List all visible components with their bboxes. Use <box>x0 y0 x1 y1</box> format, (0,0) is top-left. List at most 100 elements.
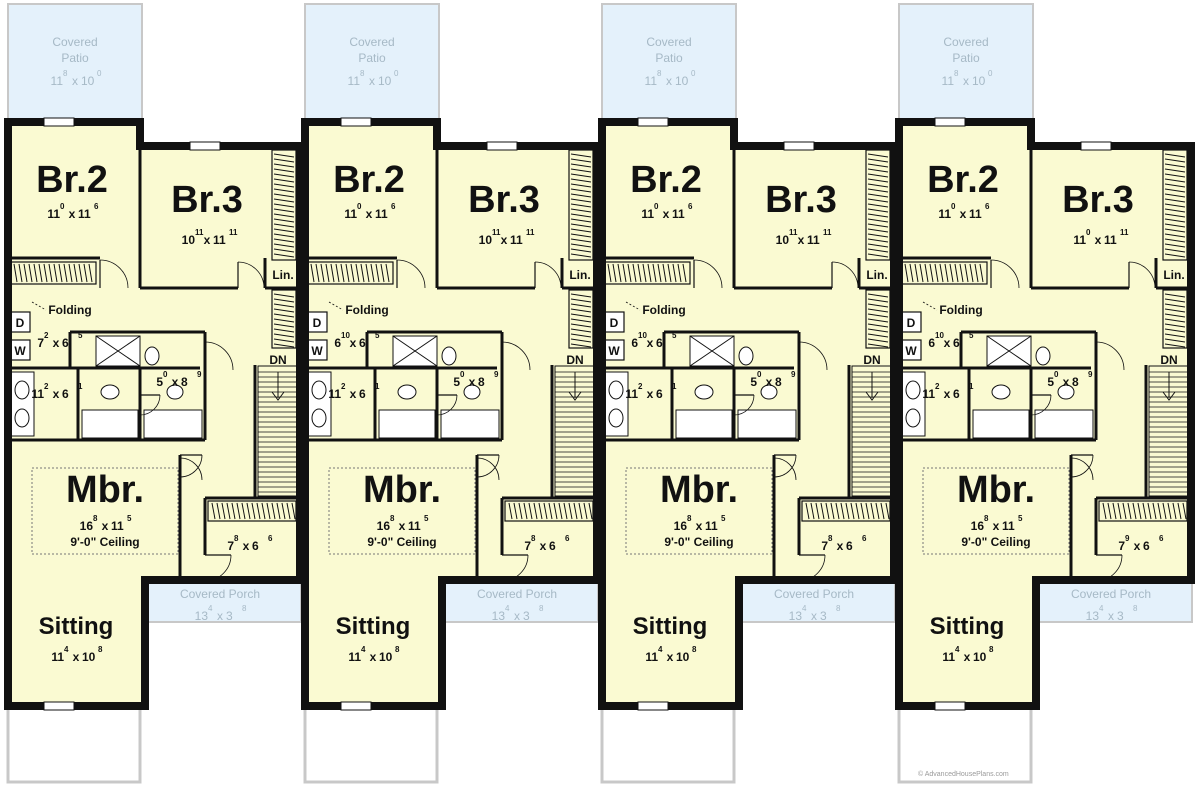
dim-a: 10 <box>776 233 790 247</box>
dim-a-sup: 4 <box>208 604 213 613</box>
folding-leader <box>31 301 47 311</box>
tub-2 <box>440 409 500 439</box>
dim-a: 7 <box>227 539 234 553</box>
dim-b: 11 <box>78 207 91 221</box>
dim-b-sup: 9 <box>494 370 499 379</box>
dim-a-sup: 8 <box>531 534 536 543</box>
dim-a: 7 <box>37 336 44 350</box>
br2-name: Br.2 <box>333 159 405 201</box>
dim-a: 5 <box>750 375 757 389</box>
dim-a-sup: 0 <box>60 202 65 211</box>
washer-label: W <box>14 344 26 358</box>
dim-b: 10 <box>81 74 95 88</box>
dim-b-sup: 9 <box>1088 370 1093 379</box>
mbr-name: Mbr. <box>660 469 738 511</box>
dim-a-sup: 4 <box>802 604 807 613</box>
dim-a: 11 <box>328 387 341 401</box>
dim-b: 8 <box>478 375 485 389</box>
sink-2 <box>608 408 624 428</box>
sitting-name: Sitting <box>930 613 1005 640</box>
dim-a-sup: 0 <box>1086 228 1091 237</box>
dim-a: 11 <box>348 650 361 664</box>
dim-b: 10 <box>82 650 96 664</box>
sink-2 <box>14 408 30 428</box>
dim-a: 11 <box>922 387 935 401</box>
dim-x: x <box>766 375 773 389</box>
dim-b: 6 <box>359 336 366 350</box>
washer-label: W <box>608 344 620 358</box>
dim-a: 5 <box>453 375 460 389</box>
dim-a: 11 <box>1073 233 1086 247</box>
dim-a-sup: 11 <box>492 228 501 237</box>
mbr-door-a <box>476 454 500 478</box>
stair-label: DN <box>269 353 286 367</box>
dim-b: 10 <box>972 74 986 88</box>
dim-b: 6 <box>549 539 556 553</box>
linen-closet <box>865 289 891 349</box>
dim-a: 5 <box>156 375 163 389</box>
bath-door <box>204 341 234 371</box>
dim-b: 6 <box>1143 539 1150 553</box>
dim-b-sup: 6 <box>688 202 693 211</box>
dim-x: x <box>667 650 674 664</box>
dim-a-sup: 8 <box>360 69 365 78</box>
dim-b: 3 <box>226 609 233 623</box>
dim-x: x <box>243 539 250 553</box>
dim-x: x <box>837 539 844 553</box>
dim-x: x <box>369 74 375 88</box>
dim-b: 11 <box>213 233 226 247</box>
staircase <box>554 365 596 497</box>
dim-a-sup: 8 <box>984 514 989 523</box>
dim-b: 10 <box>379 650 393 664</box>
dim-a-sup: 10 <box>935 331 944 340</box>
dim-b: 8 <box>181 375 188 389</box>
dim-a: 6 <box>631 336 638 350</box>
dim-x: x <box>1063 375 1070 389</box>
patio-label-2: Patio <box>655 51 683 65</box>
tray-ceiling <box>31 467 179 555</box>
dim-a: 13 <box>195 609 209 623</box>
bath-door <box>1095 341 1125 371</box>
dim-b: 11 <box>705 519 718 533</box>
patio-label-1: Covered <box>646 35 691 49</box>
dim-b: 6 <box>656 387 663 401</box>
folding-label: Folding <box>939 303 982 317</box>
patio-label-2: Patio <box>358 51 386 65</box>
dryer-label: D <box>16 316 25 330</box>
dim-x: x <box>399 519 406 533</box>
window-sitting <box>340 701 372 711</box>
front-stoop <box>897 708 1033 784</box>
dim-b: 11 <box>111 519 124 533</box>
dim-b-sup: 5 <box>127 514 132 523</box>
dim-a: 7 <box>821 539 828 553</box>
dim-x: x <box>366 207 373 221</box>
dim-a-sup: 2 <box>44 382 49 391</box>
br2-name: Br.2 <box>927 159 999 201</box>
br2-name: Br.2 <box>630 159 702 201</box>
mbr-ceiling: 9'-0" Ceiling <box>70 535 139 549</box>
dim-b-sup: 9 <box>791 370 796 379</box>
dim-x: x <box>217 609 223 623</box>
dim-a: 11 <box>344 207 357 221</box>
patio-label-1: Covered <box>349 35 394 49</box>
dim-b-sup: 11 <box>229 228 238 237</box>
front-stoop <box>600 708 736 784</box>
dim-a: 11 <box>625 387 638 401</box>
mbr-door-b <box>773 457 797 481</box>
window-sitting <box>43 701 75 711</box>
